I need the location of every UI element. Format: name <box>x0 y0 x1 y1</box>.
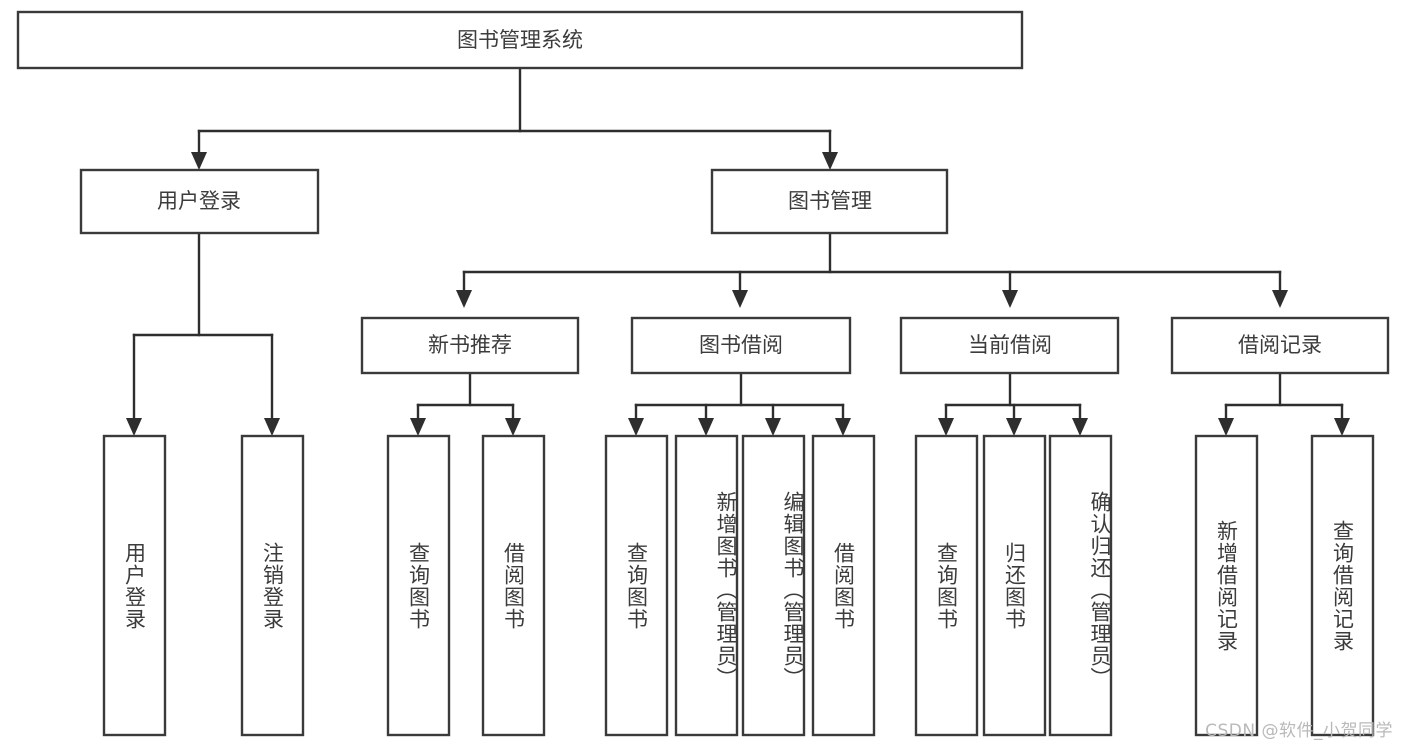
connector-current-children <box>938 371 1088 436</box>
node-new-book-recommend-label: 新书推荐 <box>428 333 512 357</box>
connector-userlogin-children <box>126 231 280 436</box>
connector-root-to-level2 <box>191 66 838 170</box>
node-book-borrow[interactable]: 图书借阅 <box>630 316 852 375</box>
node-root-system-label: 图书管理系统 <box>457 28 583 52</box>
node-user-login-label: 用户登录 <box>157 189 241 213</box>
node-book-management[interactable]: 图书管理 <box>710 168 949 235</box>
node-root-system[interactable]: 图书管理系统 <box>16 10 1024 70</box>
leaf-add-book-admin[interactable] <box>674 434 739 737</box>
leaf-add-borrow-record[interactable] <box>1194 434 1259 737</box>
node-book-management-label: 图书管理 <box>788 189 872 213</box>
node-borrow-records-label: 借阅记录 <box>1238 333 1322 357</box>
connector-records-children <box>1218 371 1350 436</box>
csdn-watermark: CSDN @软件_小贺同学 <box>1205 721 1393 741</box>
leaf-user-login[interactable] <box>102 434 167 737</box>
node-current-borrow-label: 当前借阅 <box>968 333 1052 357</box>
leaf-search-borrow-record[interactable] <box>1310 434 1375 737</box>
connector-newbook-children <box>410 371 521 436</box>
leaf-edit-book-admin[interactable] <box>741 434 806 737</box>
leaf-search-book-current[interactable] <box>914 434 979 737</box>
node-current-borrow[interactable]: 当前借阅 <box>899 316 1120 375</box>
leaf-search-book-newbook[interactable] <box>386 434 451 737</box>
leaf-search-book-borrow[interactable] <box>604 434 669 737</box>
leaf-borrow-book-borrow[interactable] <box>811 434 876 737</box>
node-user-login[interactable]: 用户登录 <box>79 168 320 235</box>
leaf-return-book[interactable] <box>982 434 1047 737</box>
leaf-borrow-book-newbook[interactable] <box>481 434 546 737</box>
connector-bookmgmt-children <box>456 231 1288 308</box>
node-book-borrow-label: 图书借阅 <box>699 333 783 357</box>
connector-borrow-children <box>628 371 851 436</box>
leaf-logout[interactable] <box>240 434 305 737</box>
node-borrow-records[interactable]: 借阅记录 <box>1170 316 1390 375</box>
leaf-confirm-return-admin[interactable] <box>1048 434 1113 737</box>
node-new-book-recommend[interactable]: 新书推荐 <box>360 316 580 375</box>
